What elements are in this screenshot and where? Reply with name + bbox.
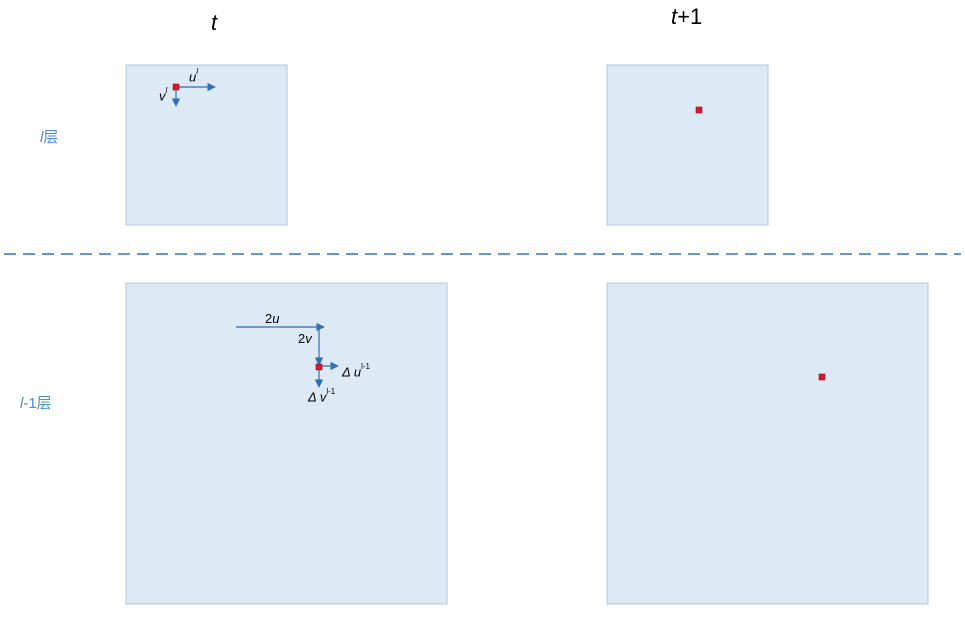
label-delta-v: Δ vl-1 — [308, 387, 336, 405]
pixel-marker-l-t — [172, 83, 180, 91]
label-2u: 2u — [265, 311, 280, 326]
pixel-marker-lm1-t — [315, 363, 323, 371]
layer-label-l-minus-1: l-1层 — [20, 395, 52, 412]
pixel-marker-lm1-t1 — [818, 373, 826, 381]
frame-layer-l-minus-1-time-t1 — [606, 282, 929, 605]
column-title-t-plus-1: t+1 — [671, 4, 703, 29]
layer-label-l: l层 — [40, 129, 59, 146]
frame-layer-l-minus-1-time-t — [125, 282, 448, 605]
label-delta-u: Δ ul-1 — [342, 362, 370, 380]
label-u-l: ul — [189, 67, 199, 85]
frame-layer-l-time-t — [125, 64, 288, 226]
frame-layer-l-time-t1 — [606, 64, 769, 226]
label-v-l: vl — [159, 86, 168, 104]
label-2v: 2v — [298, 331, 312, 346]
column-title-t: t — [211, 10, 218, 35]
pixel-marker-l-t1 — [695, 106, 703, 114]
